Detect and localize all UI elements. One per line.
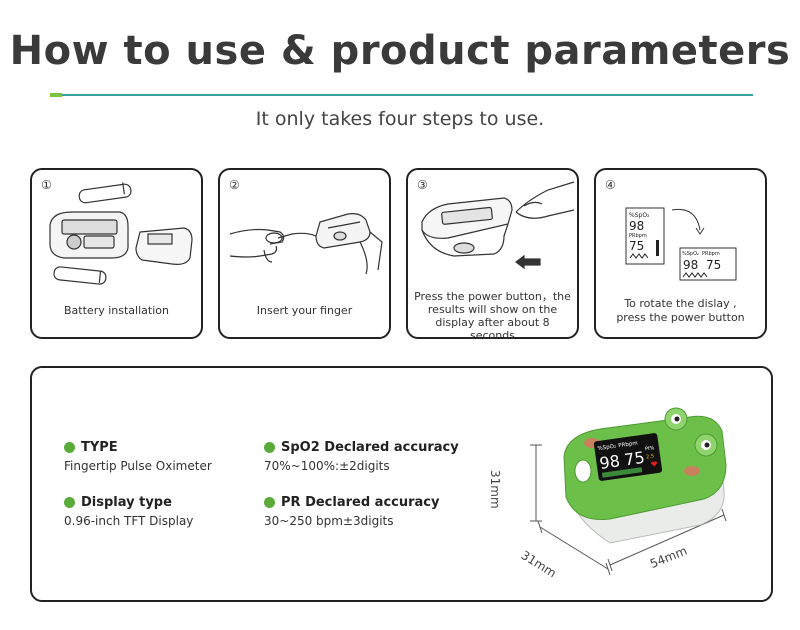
step-caption: Battery installation [64, 304, 169, 317]
screen-pr-value: 75 [629, 239, 644, 253]
page-title: How to use & product parameters [9, 28, 791, 74]
screen-pr-label: PRbpm [629, 233, 647, 239]
bullet-dot-icon [264, 442, 275, 453]
step-caption-line-1: To rotate the dislay , [624, 297, 737, 310]
spec-value: 0.96-inch TFT Display [64, 514, 194, 528]
device-spo2-label: %SpO₂ [597, 444, 616, 453]
title-rule-accent [50, 93, 62, 97]
product-parameters-panel [30, 366, 773, 602]
step-caption-line-2: results will show on the [427, 303, 558, 316]
device-spo2-value: 98 [598, 451, 621, 473]
title-rule [50, 94, 753, 96]
screen-rotated-pr-label: PRbpm [702, 251, 720, 257]
bullet-dot-icon [64, 497, 75, 508]
step-card-1: ① Battery installation [30, 168, 203, 339]
spec-value: 30~250 bpm±3digits [264, 514, 394, 528]
device-pr-value: 75 [623, 448, 646, 470]
device-heart-icon [651, 461, 658, 467]
screen-spo2-value: 98 [629, 219, 644, 233]
step-caption-line-3: display after about 8 seconds [435, 316, 550, 342]
step-card-3: ③ Press the power button，the results wil… [406, 168, 579, 342]
battery-installation-illustration [49, 182, 193, 285]
dimension-height-label: 31mm [488, 470, 502, 509]
spec-label: Display type [81, 495, 172, 510]
spec-value: Fingertip Pulse Oximeter [64, 459, 212, 473]
device-pi-label: PI% [645, 445, 655, 452]
step-number: ② [229, 178, 240, 192]
step-card-4: ④ %SpO₂ 98 PRbpm 75 %SpO₂ PRbpm 98 75 To… [594, 168, 767, 339]
bullet-dot-icon [64, 442, 75, 453]
spec-label: TYPE [81, 440, 118, 455]
step-caption-line-2: press the power button [616, 311, 745, 324]
screen-spo2-label: %SpO₂ [629, 212, 650, 219]
spec-value: 70%~100%:±2digits [264, 459, 390, 473]
insert-finger-illustration [229, 213, 383, 275]
device-pr-label: PRbpm [618, 441, 638, 450]
press-power-illustration [421, 181, 575, 270]
spec-display-type: Display type 0.96-inch TFT Display [64, 495, 193, 528]
screen-rotated-pr-value: 75 [706, 258, 721, 272]
screen-rotated-spo2-label: %SpO₂ [682, 251, 699, 257]
spec-label: PR Declared accuracy [281, 495, 440, 510]
spec-label: SpO2 Declared accuracy [281, 440, 459, 455]
step-caption: Insert your finger [256, 304, 353, 317]
spec-pr-accuracy: PR Declared accuracy 30~250 bpm±3digits [264, 495, 439, 528]
page-subtitle: It only takes four steps to use. [255, 108, 545, 130]
step-number: ③ [417, 178, 428, 192]
step-card-2: ② Insert your finger [218, 168, 391, 339]
device-pi-value: 2.5 [646, 453, 655, 460]
step-caption-line-1: Press the power button，the [414, 290, 571, 303]
spec-spo2-accuracy: SpO2 Declared accuracy 70%~100%:±2digits [264, 440, 459, 473]
step-number: ① [41, 178, 52, 192]
screen-rotated-spo2-value: 98 [683, 258, 698, 272]
spec-type: TYPE Fingertip Pulse Oximeter [64, 440, 212, 473]
rotate-display-illustration: %SpO₂ 98 PRbpm 75 %SpO₂ PRbpm 98 75 [625, 207, 737, 281]
step-number: ④ [605, 178, 616, 192]
bullet-dot-icon [264, 497, 275, 508]
oximeter-device-illustration: %SpO₂ PRbpm 98 75 PI% 2.5 [530, 407, 727, 576]
